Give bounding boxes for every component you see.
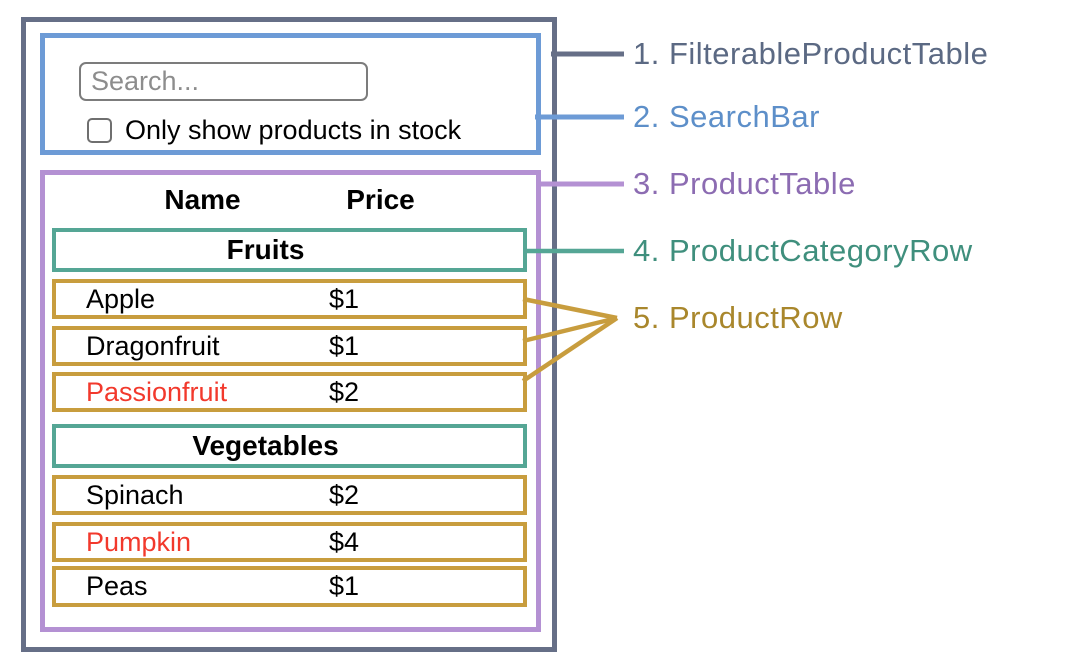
stock-checkbox-label[interactable]: Only show products in stock xyxy=(125,114,462,145)
product-price: $1 xyxy=(329,283,360,314)
product-row-passionfruit: Passionfruit $2 xyxy=(52,372,527,412)
product-name: Spinach xyxy=(86,479,184,510)
product-name-out-of-stock: Passionfruit xyxy=(86,376,228,407)
legend-search-bar: 2. SearchBar xyxy=(633,99,820,134)
legend-product-row: 5. ProductRow xyxy=(633,300,843,335)
category-label: Fruits xyxy=(226,234,305,265)
product-row-peas: Peas $1 xyxy=(52,566,527,607)
product-row-apple: Apple $1 xyxy=(52,279,527,319)
product-row-dragonfruit: Dragonfruit $1 xyxy=(52,326,527,366)
category-label: Vegetables xyxy=(192,430,339,461)
product-price: $4 xyxy=(329,526,360,557)
product-name-out-of-stock: Pumpkin xyxy=(86,526,192,557)
category-row-fruits: Fruits xyxy=(52,228,527,272)
product-name: Peas xyxy=(86,571,148,601)
search-bar-box xyxy=(40,33,541,155)
product-price: $2 xyxy=(329,376,360,407)
product-row-pumpkin: Pumpkin $4 xyxy=(52,522,527,562)
legend-product-table: 3. ProductTable xyxy=(633,166,856,201)
product-table-box xyxy=(40,170,541,632)
legend-product-category-row: 4. ProductCategoryRow xyxy=(633,233,973,268)
product-price: $2 xyxy=(329,479,360,510)
search-input[interactable] xyxy=(79,62,368,101)
category-row-vegetables: Vegetables xyxy=(52,424,527,468)
stock-checkbox[interactable] xyxy=(87,118,112,143)
product-name: Apple xyxy=(86,283,156,314)
column-header-price: Price xyxy=(346,184,415,215)
product-name: Dragonfruit xyxy=(86,330,220,361)
column-header-name: Name xyxy=(164,184,241,215)
product-price: $1 xyxy=(329,330,360,361)
legend-filterable-product-table: 1. FilterableProductTable xyxy=(633,36,989,71)
product-row-spinach: Spinach $2 xyxy=(52,475,527,515)
product-price: $1 xyxy=(329,571,360,601)
